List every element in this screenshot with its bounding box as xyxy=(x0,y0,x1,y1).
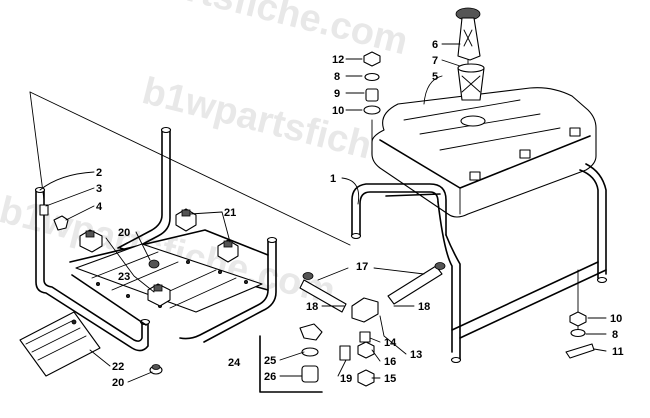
callout-19: 19 xyxy=(340,373,352,385)
watermark-text-1: b1wpartsfiche.com xyxy=(68,0,412,63)
callout-15: 15 xyxy=(384,373,396,385)
callout-9: 9 xyxy=(334,88,340,100)
callout-26: 26 xyxy=(264,371,276,383)
callout-20-top: 20 xyxy=(118,227,130,239)
fuel-hoses xyxy=(299,262,446,313)
callout-labels: 2 3 4 21 20 23 22 20 1 12 8 9 10 6 7 5 1… xyxy=(96,39,624,389)
callout-8-bottom: 8 xyxy=(612,329,618,341)
callout-3: 3 xyxy=(96,183,102,195)
stand-frame xyxy=(350,163,608,364)
rubber-mounts xyxy=(79,208,239,307)
callout-5: 5 xyxy=(432,71,438,83)
callout-21: 21 xyxy=(224,207,236,219)
callout-6: 6 xyxy=(432,39,438,51)
callout-1: 1 xyxy=(330,173,336,185)
fuel-cap-strainer xyxy=(455,7,485,101)
callout-14: 14 xyxy=(384,337,397,349)
left-fasteners xyxy=(39,204,163,375)
callout-23: 23 xyxy=(118,271,130,283)
callout-18-right: 18 xyxy=(418,301,430,313)
callout-25: 25 xyxy=(264,355,276,367)
callout-13: 13 xyxy=(410,349,422,361)
pouch xyxy=(19,311,101,377)
callout-24: 24 xyxy=(228,357,241,369)
right-hardware xyxy=(565,311,595,359)
callout-17: 17 xyxy=(356,261,368,273)
callout-10-bottom: 10 xyxy=(610,313,622,325)
callout-4: 4 xyxy=(96,201,103,213)
leader-lines xyxy=(39,43,607,383)
valve-assembly xyxy=(259,297,379,393)
callout-22: 22 xyxy=(112,361,124,373)
callout-12: 12 xyxy=(332,54,344,66)
callout-8-top: 8 xyxy=(334,71,340,83)
fuel-tank xyxy=(371,87,597,218)
callout-7: 7 xyxy=(432,55,438,67)
callout-20-bottom: 20 xyxy=(112,377,124,389)
callout-10-top: 10 xyxy=(332,105,344,117)
callout-2: 2 xyxy=(96,167,102,179)
callout-11: 11 xyxy=(612,346,624,358)
callout-18-left: 18 xyxy=(306,301,318,313)
tank-hardware xyxy=(363,51,381,115)
callout-16: 16 xyxy=(384,356,396,368)
